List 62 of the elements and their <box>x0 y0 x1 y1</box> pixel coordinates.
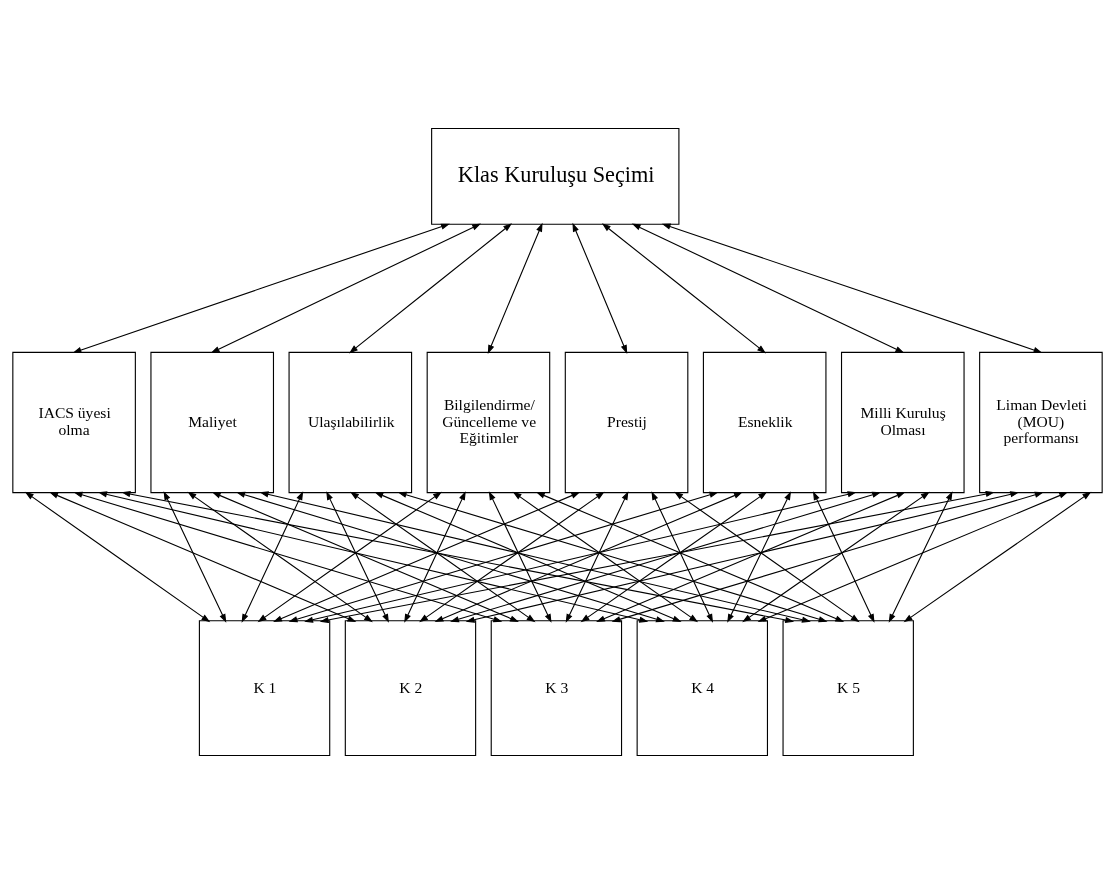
arrow <box>888 490 953 623</box>
node-box: K 2 <box>344 619 477 756</box>
arrow <box>812 490 875 623</box>
node-box: K 3 <box>490 619 623 756</box>
arrow <box>24 491 211 622</box>
arrow <box>601 222 766 353</box>
node-box: Milli Kuruluş Olması <box>840 351 965 493</box>
arrow <box>727 490 792 623</box>
arrow <box>903 491 1092 622</box>
arrow <box>98 490 649 623</box>
arrow <box>596 491 906 622</box>
arrow <box>488 490 552 623</box>
arrow <box>73 491 503 622</box>
arrow <box>304 490 857 623</box>
arrow <box>349 222 513 353</box>
arrow <box>450 491 881 622</box>
arrow <box>241 490 304 623</box>
arrow <box>631 223 905 353</box>
node-box: Bilgilendirme/ Güncelleme ve Eğitimler <box>426 351 551 493</box>
arrow <box>257 491 442 622</box>
arrow <box>487 222 543 354</box>
arrow <box>661 223 1043 353</box>
arrow <box>163 490 227 623</box>
node-box: K 4 <box>636 619 768 756</box>
arrow <box>326 490 389 623</box>
arrow <box>465 490 1020 623</box>
node-box: Esneklik <box>702 351 827 493</box>
arrow <box>565 490 629 623</box>
arrow <box>651 490 714 623</box>
arrow <box>535 491 845 622</box>
arrow <box>210 223 482 353</box>
arrow <box>397 491 828 622</box>
arrow <box>350 491 536 622</box>
arrow <box>742 491 930 622</box>
arrow <box>187 491 373 622</box>
node-box: Ulaşılabilirlik <box>288 351 413 493</box>
arrow <box>611 491 1044 622</box>
arrow <box>434 491 743 622</box>
node-box: Prestij <box>564 351 689 493</box>
arrow <box>72 223 450 353</box>
arrow <box>288 491 719 622</box>
arrow <box>211 491 519 622</box>
arrow <box>273 491 581 622</box>
arrow <box>404 490 466 623</box>
node-box: Maliyet <box>150 351 275 493</box>
node-box: Klas Kuruluşu Seçimi <box>431 127 680 225</box>
arrow <box>259 490 811 623</box>
node-box: K 5 <box>782 619 914 756</box>
arrow <box>757 491 1069 622</box>
arrow <box>319 490 995 623</box>
node-box: Liman Devleti (MOU) performansı <box>979 351 1103 493</box>
arrow <box>512 491 699 622</box>
arrow <box>121 490 795 623</box>
arrow <box>572 222 628 354</box>
node-box: K 1 <box>198 619 331 756</box>
arrow <box>236 491 665 622</box>
arrow <box>580 491 768 622</box>
arrow <box>374 491 682 622</box>
arrow <box>674 491 860 622</box>
arrow <box>419 491 605 622</box>
node-box: IACS üyesi olma <box>12 351 136 493</box>
arrow <box>49 491 357 622</box>
